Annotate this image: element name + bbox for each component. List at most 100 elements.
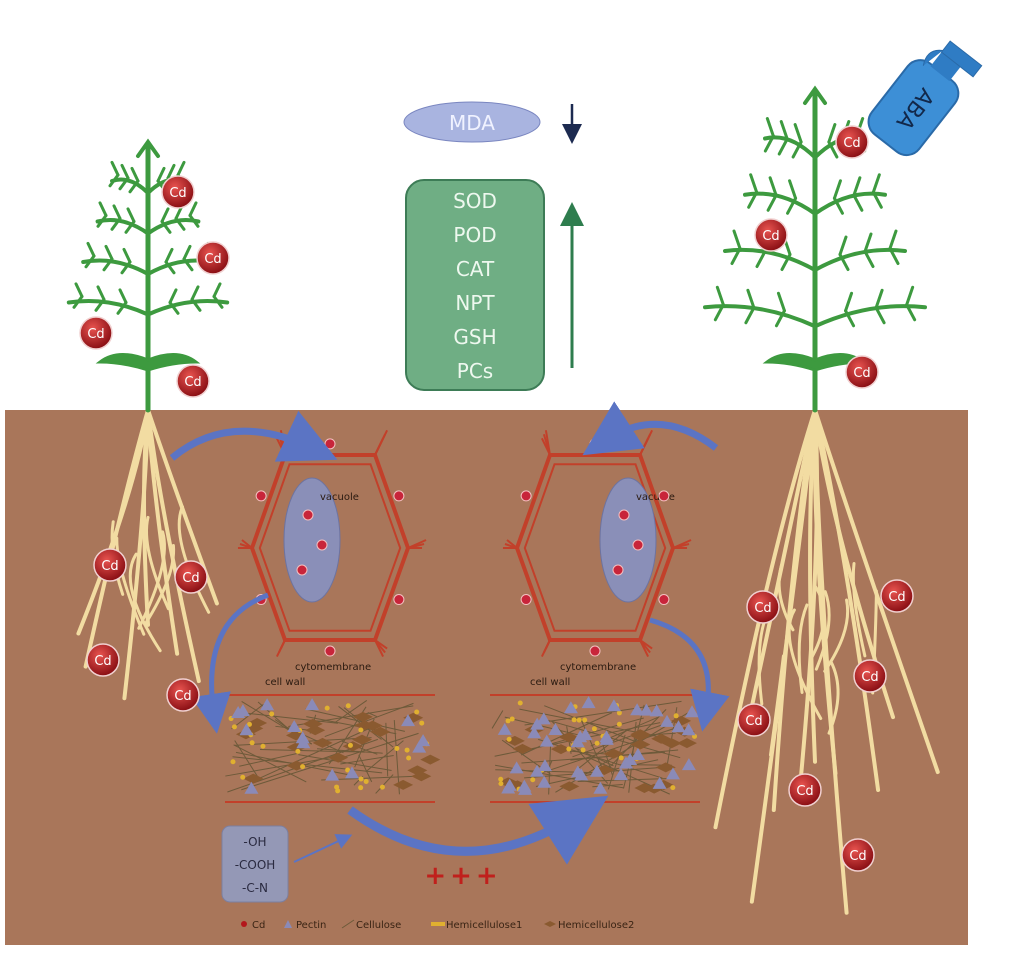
root xyxy=(713,408,817,830)
cd-label: Cd xyxy=(94,654,111,669)
cd-label: Cd xyxy=(87,327,104,342)
cell-wall-label: cell wall xyxy=(530,677,570,688)
cd-dot xyxy=(612,564,624,576)
cd-ion: Cd xyxy=(176,364,210,398)
legend-label: Pectin xyxy=(296,920,326,931)
root xyxy=(771,408,817,813)
enzyme-label: CAT xyxy=(456,257,495,281)
root xyxy=(813,408,881,793)
cd-label: Cd xyxy=(843,136,860,151)
root-branch xyxy=(145,515,170,611)
cytomembrane-label: cytomembrane xyxy=(560,662,636,673)
cd-dot xyxy=(324,645,336,657)
cd-dot xyxy=(589,438,601,450)
legend-label: Cd xyxy=(252,920,265,931)
plant-right xyxy=(703,85,927,413)
cd-ion: Cd xyxy=(86,643,120,677)
cytomembrane xyxy=(258,463,402,632)
cd-dot xyxy=(618,509,630,521)
cd-dot xyxy=(296,564,308,576)
cd-label: Cd xyxy=(849,849,866,864)
cd-dot xyxy=(589,645,601,657)
cd-dot xyxy=(393,490,405,502)
cd-dot xyxy=(520,490,532,502)
cd-label: Cd xyxy=(888,590,905,605)
cd-label: Cd xyxy=(184,375,201,390)
cd-ion: Cd xyxy=(737,703,771,737)
cd-dot xyxy=(255,490,267,502)
cd-dot xyxy=(658,594,670,606)
cd-dot xyxy=(324,438,336,450)
positive-charge-label: +++ xyxy=(424,861,501,891)
cd-label: Cd xyxy=(169,186,186,201)
root-branch xyxy=(137,530,166,630)
legend-item: Hemicellulose1 xyxy=(431,920,522,931)
cd-label: Cd xyxy=(204,252,221,267)
cd-ion: Cd xyxy=(788,773,822,807)
cd-ion: Cd xyxy=(166,678,200,712)
cd-ion: Cd xyxy=(835,125,869,159)
root-branch xyxy=(827,659,840,735)
root-branch xyxy=(177,505,211,614)
plants xyxy=(66,85,927,413)
plant-left xyxy=(66,138,230,413)
cd-label: Cd xyxy=(101,559,118,574)
cd-ion: Cd xyxy=(174,560,208,594)
cell-to-wall-arrow-left xyxy=(191,592,269,734)
cd-ion: Cd xyxy=(754,218,788,252)
enzyme-label: PCs xyxy=(457,359,493,383)
root-branch xyxy=(143,544,176,627)
cd-ion: Cd xyxy=(196,241,230,275)
root-branch xyxy=(797,603,809,694)
cd-dot xyxy=(393,594,405,606)
cd-ion: Cd xyxy=(880,579,914,613)
functional-group-label: -C-N xyxy=(242,881,268,895)
root xyxy=(146,408,201,684)
cd-label: Cd xyxy=(745,714,762,729)
cd-ion: Cd xyxy=(161,175,195,209)
cd-ion: Cd xyxy=(841,838,875,872)
legend-label: Hemicellulose1 xyxy=(446,920,522,931)
root xyxy=(83,408,150,669)
legend-item: Hemicellulose2 xyxy=(544,920,634,931)
cd-dot xyxy=(302,509,314,521)
cytomembrane-label: cytomembrane xyxy=(295,662,371,673)
exchange-arrow xyxy=(347,795,609,865)
cell-wall-matrix-left xyxy=(225,694,441,803)
cd-label: Cd xyxy=(754,601,771,616)
root xyxy=(142,408,150,627)
cd-ion: Cd xyxy=(845,355,879,389)
root-branch xyxy=(757,617,767,706)
cd-label: Cd xyxy=(762,229,779,244)
cd-label: Cd xyxy=(853,366,870,381)
root-branch xyxy=(814,590,831,671)
root-branch xyxy=(768,654,785,757)
legend-item: Pectin xyxy=(284,920,326,931)
cell-wall-matrix-right xyxy=(490,694,700,803)
legend-item: Cd xyxy=(241,920,265,931)
cd-label: Cd xyxy=(174,689,191,704)
enzyme-label: POD xyxy=(453,223,496,247)
cd-ion: Cd xyxy=(746,590,780,624)
root-branch xyxy=(851,562,867,658)
vacuole-label: vacuole xyxy=(636,492,675,503)
cd-dot xyxy=(658,490,670,502)
root-branch xyxy=(128,552,162,653)
cd-label: Cd xyxy=(182,571,199,586)
cd-ion: Cd xyxy=(93,548,127,582)
functional-groups-box: -OH-COOH-C-N xyxy=(221,825,353,903)
cd-ion: Cd xyxy=(79,316,113,350)
cd-label: Cd xyxy=(861,670,878,685)
cytomembrane xyxy=(523,463,667,632)
root-branch xyxy=(823,598,850,673)
functional-group-label: -COOH xyxy=(235,858,276,872)
cd-dot xyxy=(632,539,644,551)
enzyme-label: NPT xyxy=(455,291,495,315)
root-to-cell-arrow-right-top xyxy=(582,401,719,456)
mda-indicator: MDA xyxy=(403,101,582,144)
legend-label: Hemicellulose2 xyxy=(558,920,634,931)
root xyxy=(813,408,940,775)
